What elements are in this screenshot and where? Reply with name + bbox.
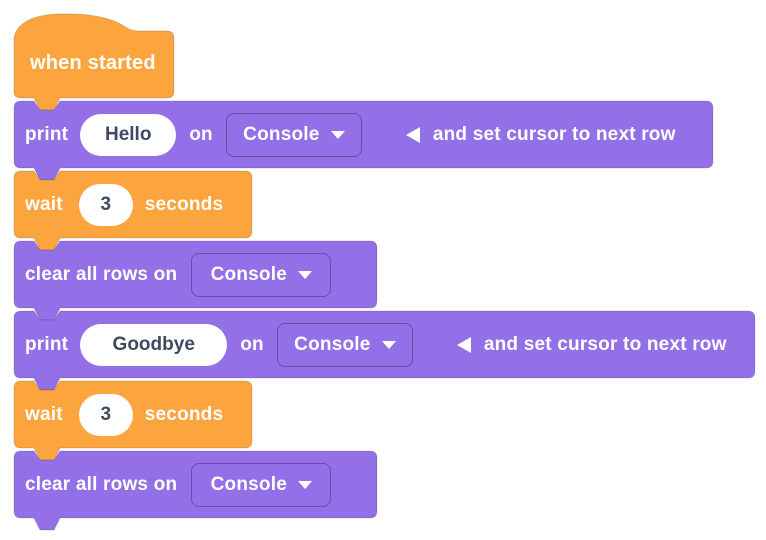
print-label: print — [25, 123, 69, 145]
block-when-started[interactable]: when started — [13, 13, 175, 111]
clear-all-rows-label: clear all rows on — [25, 263, 178, 285]
wait-label: wait — [25, 193, 63, 215]
console-dropdown[interactable]: Console — [225, 112, 362, 157]
console-dropdown[interactable]: Console — [191, 462, 332, 507]
wait-number-input[interactable]: 3 — [78, 183, 133, 226]
hat-label: when started — [30, 52, 156, 74]
print-label: print — [25, 333, 69, 355]
clear-all-rows-label: clear all rows on — [25, 473, 178, 495]
block-print-hello[interactable]: print Hello on Console and set cursor to… — [13, 100, 714, 181]
dropdown-arrow-icon — [297, 270, 312, 279]
wait-label: wait — [25, 403, 63, 425]
dropdown-value: Console — [210, 263, 287, 285]
dropdown-arrow-icon — [381, 340, 396, 349]
console-dropdown[interactable]: Console — [191, 252, 332, 297]
console-dropdown[interactable]: Console — [276, 322, 413, 367]
suffix-label: and set cursor to next row — [432, 123, 676, 145]
seconds-label: seconds — [144, 403, 224, 425]
collapse-arrow-icon[interactable] — [456, 336, 471, 353]
block-clear-all-rows-1[interactable]: clear all rows on Console — [13, 240, 378, 321]
print-text-input[interactable]: Goodbye — [80, 323, 228, 366]
dropdown-arrow-icon — [330, 130, 345, 139]
block-print-goodbye[interactable]: print Goodbye on Console and set cursor … — [13, 310, 756, 391]
block-wait-seconds-1[interactable]: wait 3 seconds — [13, 170, 253, 251]
block-wait-seconds-2[interactable]: wait 3 seconds — [13, 380, 253, 461]
dropdown-value: Console — [294, 333, 371, 355]
collapse-arrow-icon[interactable] — [405, 126, 420, 143]
on-label: on — [189, 123, 213, 145]
wait-number-input[interactable]: 3 — [78, 393, 133, 436]
dropdown-value: Console — [210, 473, 287, 495]
on-label: on — [240, 333, 264, 355]
seconds-label: seconds — [144, 193, 224, 215]
print-text-input[interactable]: Hello — [80, 113, 177, 156]
suffix-label: and set cursor to next row — [483, 333, 727, 355]
block-clear-all-rows-2[interactable]: clear all rows on Console — [13, 450, 378, 531]
dropdown-value: Console — [243, 123, 320, 145]
dropdown-arrow-icon — [297, 480, 312, 489]
